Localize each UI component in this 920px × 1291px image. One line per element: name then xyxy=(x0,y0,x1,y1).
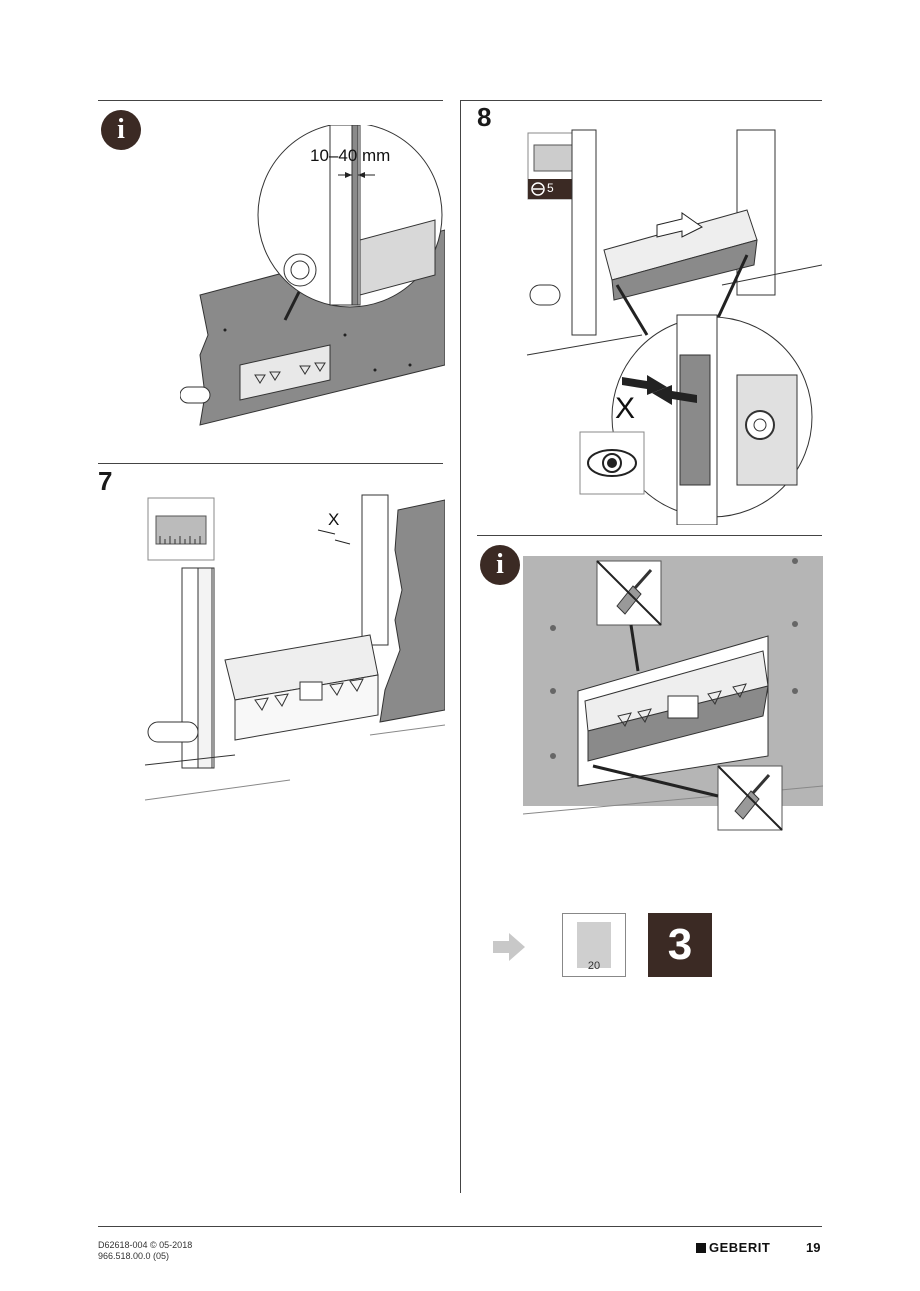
step8-tool-size: 5 xyxy=(547,181,554,195)
step7-illustration xyxy=(144,494,445,801)
doc-code: D62618-004 © 05-2018 xyxy=(98,1240,193,1250)
step-8-number: 8 xyxy=(477,102,492,132)
footer-rule xyxy=(98,1226,822,1227)
brand-logo: GEBERIT xyxy=(696,1240,770,1255)
step-7-number: 7 xyxy=(98,466,113,496)
info-illustration-1 xyxy=(180,125,445,426)
column-divider xyxy=(460,100,461,1193)
step7-rule xyxy=(98,463,443,464)
info2-rule xyxy=(477,535,822,536)
page-reference-number: 20 xyxy=(587,960,601,972)
step8-illustration xyxy=(526,129,822,525)
info-icon: i xyxy=(101,110,141,150)
page-number: 19 xyxy=(806,1240,821,1255)
page-reference-box[interactable]: 20 xyxy=(562,913,626,977)
brand-name: GEBERIT xyxy=(709,1240,771,1255)
top-rule-right xyxy=(460,100,822,101)
next-step-number: 3 xyxy=(648,913,712,977)
brand-square-icon xyxy=(696,1242,706,1253)
info-icon-2: i xyxy=(480,545,520,585)
step8-gap-label: X xyxy=(615,392,636,425)
info-illustration-2 xyxy=(523,556,823,831)
arrow-right-icon xyxy=(493,933,525,961)
document-icon xyxy=(577,922,611,968)
top-rule-left xyxy=(98,100,443,101)
dimension-label: 10–40 mm xyxy=(310,146,391,165)
step7-gap-label: X xyxy=(328,510,340,529)
part-code: 966.518.00.0 (05) xyxy=(98,1251,170,1261)
